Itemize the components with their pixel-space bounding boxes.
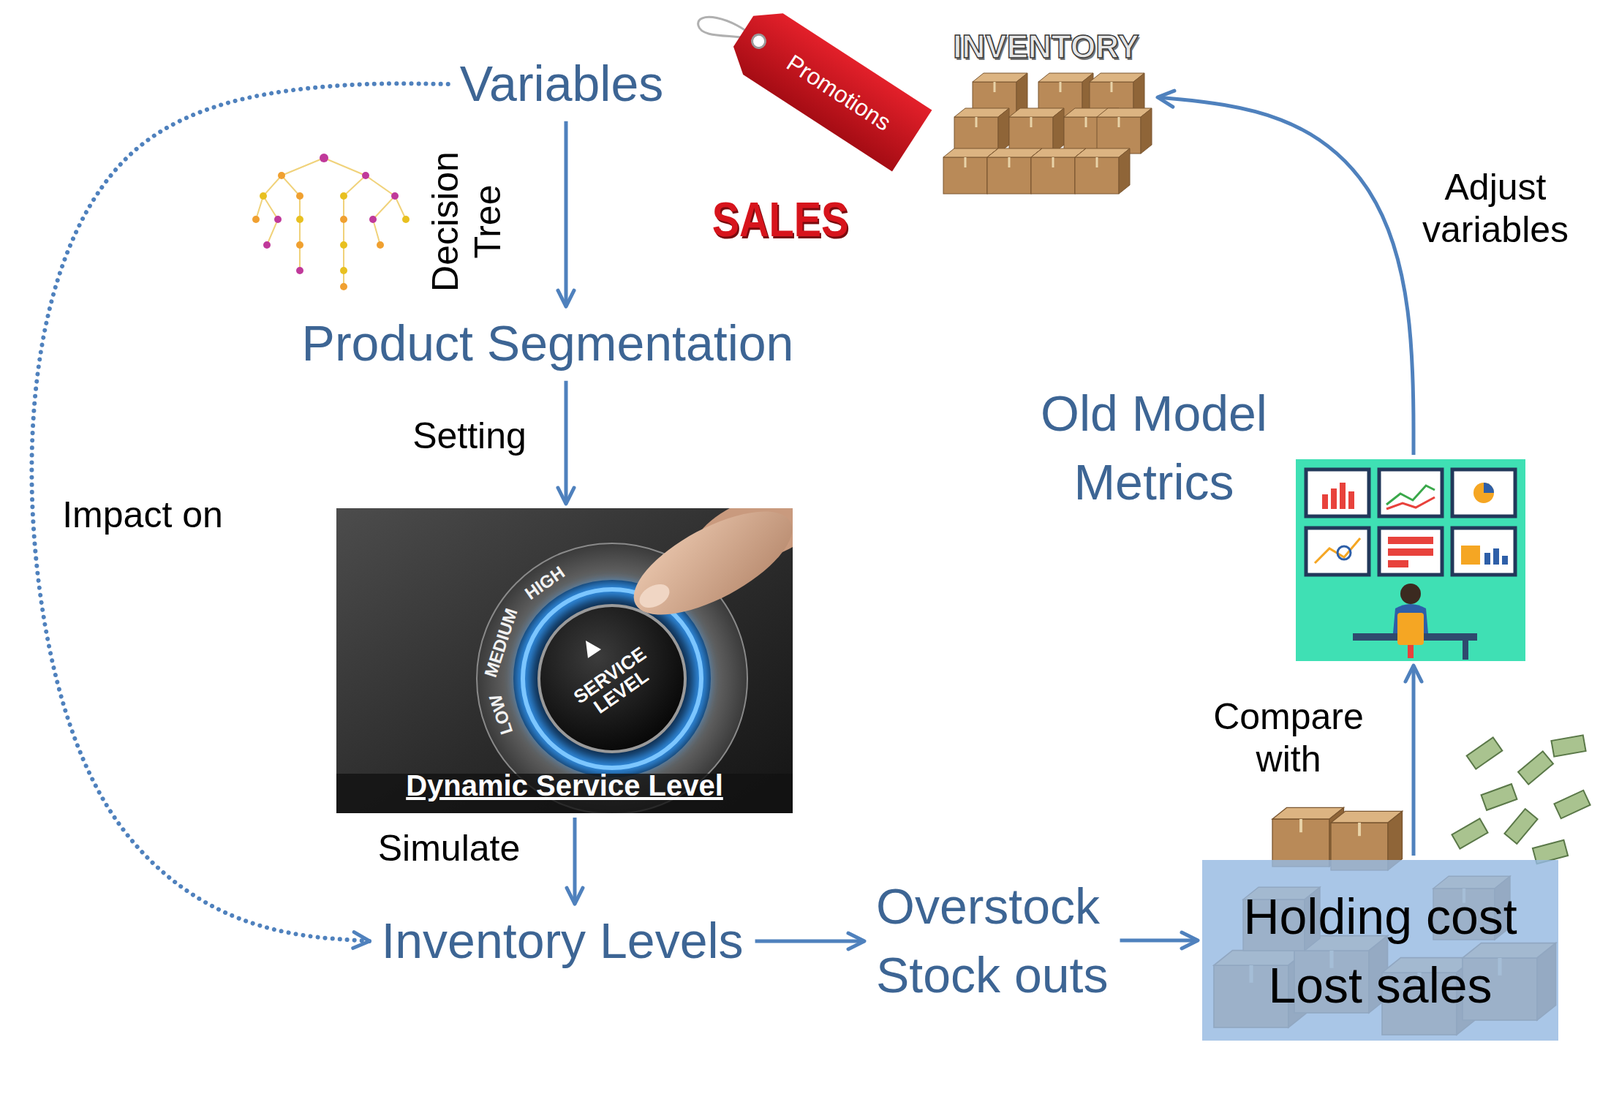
concept-text: Inventory Levels [373,908,751,975]
dial-mark: LOW [484,691,518,738]
decision-tree-icon [252,153,410,291]
node-text: Product Segmentation [302,313,795,374]
promotion-tag [698,0,933,172]
node-text: Stock outs [876,940,1109,1010]
inventory-picture: INVENTORY [938,20,1154,199]
service-knob-photo [336,508,793,814]
dashboard-icon [1295,459,1526,662]
dashboard-icon: Old Model Metrics [1295,459,1526,662]
node-text: INVENTORY [952,27,1139,67]
concept-text: Product Segmentation [294,310,802,377]
cost-box: Holding costLost sales [1202,859,1559,1041]
dial-mark: HIGH [521,561,569,604]
node-text: Holding cost [1243,881,1517,951]
inventory-boxes [943,73,1152,194]
concept-text: Variables [452,51,671,118]
flow-arrow [564,121,569,307]
impact-arrow [31,83,448,942]
flow-arrow [573,817,577,904]
edge-label: Setting [412,415,527,458]
tag-text: Promotions [781,48,896,137]
service-level-photo: Dynamic Service Level [336,508,793,814]
knob-text: SERVICE LEVEL [570,643,662,724]
dial-mark: MEDIUM [480,605,522,680]
flow-arrow [1412,665,1416,856]
edge-label: Decision Tree [424,151,509,292]
edge-label: Compare with [1213,696,1364,781]
outcome-text: OverstockStock outs [868,868,1116,1013]
node-text: Inventory Levels [380,911,743,972]
sales-word: SALES [712,190,849,248]
flow-arrow [1120,938,1199,943]
node-text: Dynamic Service Level [405,767,724,803]
edge-label: Impact on [62,494,224,537]
flow-arrow [564,380,569,504]
edge-label: Simulate [378,827,521,871]
flow-arrow [755,939,865,944]
node-text: Old Model Metrics [1022,378,1286,517]
node-text: Variables [459,54,664,115]
node-text: Lost sales [1268,950,1492,1020]
edge-label: Adjust variables [1422,166,1569,251]
node-text: Overstock [876,871,1109,941]
